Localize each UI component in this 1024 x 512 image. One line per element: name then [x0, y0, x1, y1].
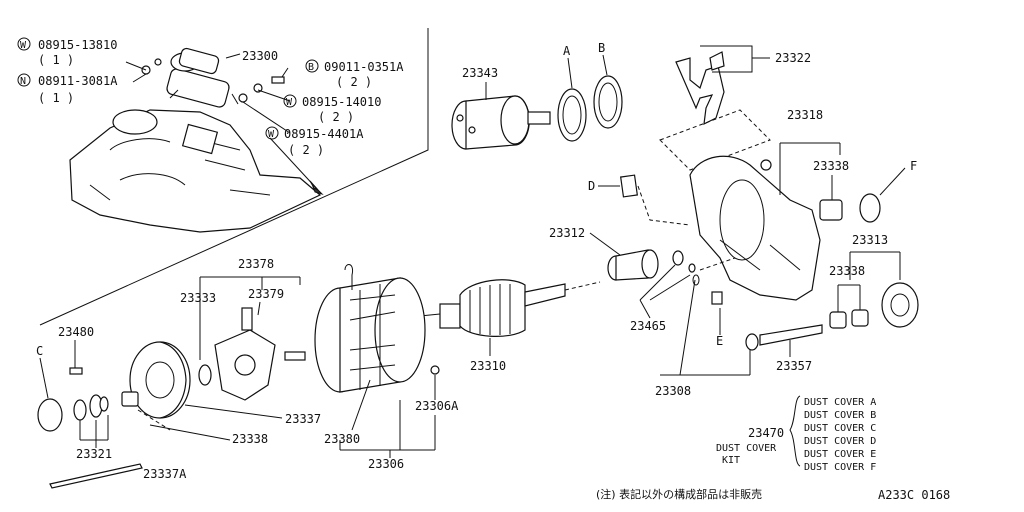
- label-F: F: [910, 159, 917, 173]
- label-23318: 23318: [787, 108, 823, 122]
- mark-w-text: W: [268, 129, 275, 140]
- label-23312: 23312: [549, 226, 585, 240]
- mark-w-1: [17, 37, 31, 51]
- label-23310: 23310: [470, 359, 506, 373]
- label-23480: 23480: [58, 325, 94, 339]
- bushing-top-icon: [819, 199, 843, 221]
- label-08915-13810: 08915-13810: [38, 38, 117, 52]
- figure-code: A233C 0168: [878, 488, 950, 502]
- label-23300: 23300: [242, 49, 278, 63]
- label-23338-bottom: 23338: [232, 432, 268, 446]
- footer-note: (注) 表記以外の構成部品は非販売: [596, 487, 762, 501]
- washer-glyph: [253, 83, 263, 93]
- mark-w-2: [283, 94, 297, 108]
- kit-item-c: DUST COVER C: [804, 423, 876, 434]
- label-23321: 23321: [76, 447, 112, 461]
- gaskets: A B: [557, 41, 623, 142]
- label-23380: 23380: [324, 432, 360, 446]
- kit-label-line1: DUST COVER: [716, 443, 777, 454]
- qty-08915-13810: ( 1 ): [38, 53, 74, 67]
- label-08915-4401A: 08915-4401A: [284, 127, 364, 141]
- yoke-field-coil: 23306A 23380 23306: [314, 264, 459, 471]
- label-23333: 23333: [180, 291, 216, 305]
- kit-item-d: DUST COVER D: [804, 436, 876, 447]
- label-23308: 23308: [655, 384, 691, 398]
- gear-case: 23318 23338 F: [689, 108, 917, 301]
- armature: 23310: [419, 279, 601, 373]
- label-23379: 23379: [248, 287, 284, 301]
- label-B: B: [598, 41, 605, 55]
- label-23343: 23343: [462, 66, 498, 80]
- label-23338-right: 23338: [829, 264, 865, 278]
- label-A: A: [563, 44, 571, 58]
- label-23378: 23378: [238, 257, 274, 271]
- kit-item-b: DUST COVER B: [804, 410, 876, 421]
- dust-cover-c-icon: [37, 398, 63, 432]
- mark-n-text: N: [20, 76, 26, 87]
- through-bolt-icon: [49, 463, 143, 489]
- mark-w-3: [265, 126, 279, 140]
- brush-holder: 23378 23333 23379: [180, 257, 306, 401]
- label-08915-14010: 08915-14010: [302, 95, 381, 109]
- kit-label-line2: KIT: [722, 455, 740, 466]
- engine-filler: [112, 109, 158, 135]
- label-09011-0351A: 09011-0351A: [324, 60, 404, 74]
- shaft-icon: [759, 324, 823, 346]
- shift-lever: 23322: [659, 45, 811, 171]
- kit-brace: [789, 395, 801, 467]
- qty-08915-4401A: ( 2 ): [288, 143, 324, 157]
- starter-assembly-icon: [166, 47, 239, 108]
- kit-item-a: DUST COVER A: [804, 397, 876, 408]
- dust-cover-f-icon: [859, 193, 881, 223]
- dust-cover-kit: 23470 DUST COVER KIT DUST COVER A DUST C…: [716, 395, 876, 473]
- kit-item-f: DUST COVER F: [804, 462, 876, 473]
- label-C: C: [36, 344, 43, 358]
- label-23313: 23313: [852, 233, 888, 247]
- inset-divider: [39, 28, 429, 326]
- mark-w-text: W: [20, 40, 27, 51]
- engine-inset: W 08915-13810 ( 1 ) N 08911-3081A ( 1 ) …: [17, 28, 429, 326]
- qty-08911-3081A: ( 1 ): [38, 91, 74, 105]
- label-23306: 23306: [368, 457, 404, 471]
- label-23306A: 23306A: [415, 399, 459, 413]
- clutch-gear-icon: [881, 282, 919, 328]
- label-23338-top: 23338: [813, 159, 849, 173]
- label-23465: 23465: [630, 319, 666, 333]
- mark-b: [305, 59, 319, 73]
- right-parts: 23313 23338 23357 E 23308: [655, 233, 919, 398]
- mark-w-text: W: [286, 97, 293, 108]
- dust-cover-d: D: [588, 174, 691, 226]
- label-23337A: 23337A: [143, 467, 187, 481]
- starter-mount-flange: [181, 123, 219, 155]
- pinion: 23312 23465: [549, 226, 696, 333]
- bolt-glyph: [271, 76, 285, 84]
- install-arrow-head: [309, 180, 324, 196]
- label-23322: 23322: [775, 51, 811, 65]
- label-E: E: [716, 334, 723, 348]
- end-cover: 23480 C 23321 23337 23338 23337A: [36, 325, 321, 489]
- qty-09011-0351A: ( 2 ): [336, 75, 372, 89]
- qty-08915-14010: ( 2 ): [318, 110, 354, 124]
- mark-b-text: B: [308, 62, 314, 73]
- label-23337: 23337: [285, 412, 321, 426]
- kit-item-e: DUST COVER E: [804, 449, 876, 460]
- label-23357: 23357: [776, 359, 812, 373]
- mark-n: [17, 73, 31, 87]
- solenoid-group: 23343: [451, 66, 551, 150]
- label-D: D: [588, 179, 595, 193]
- label-08911-3081A: 08911-3081A: [38, 74, 118, 88]
- kit-code: 23470: [748, 426, 784, 440]
